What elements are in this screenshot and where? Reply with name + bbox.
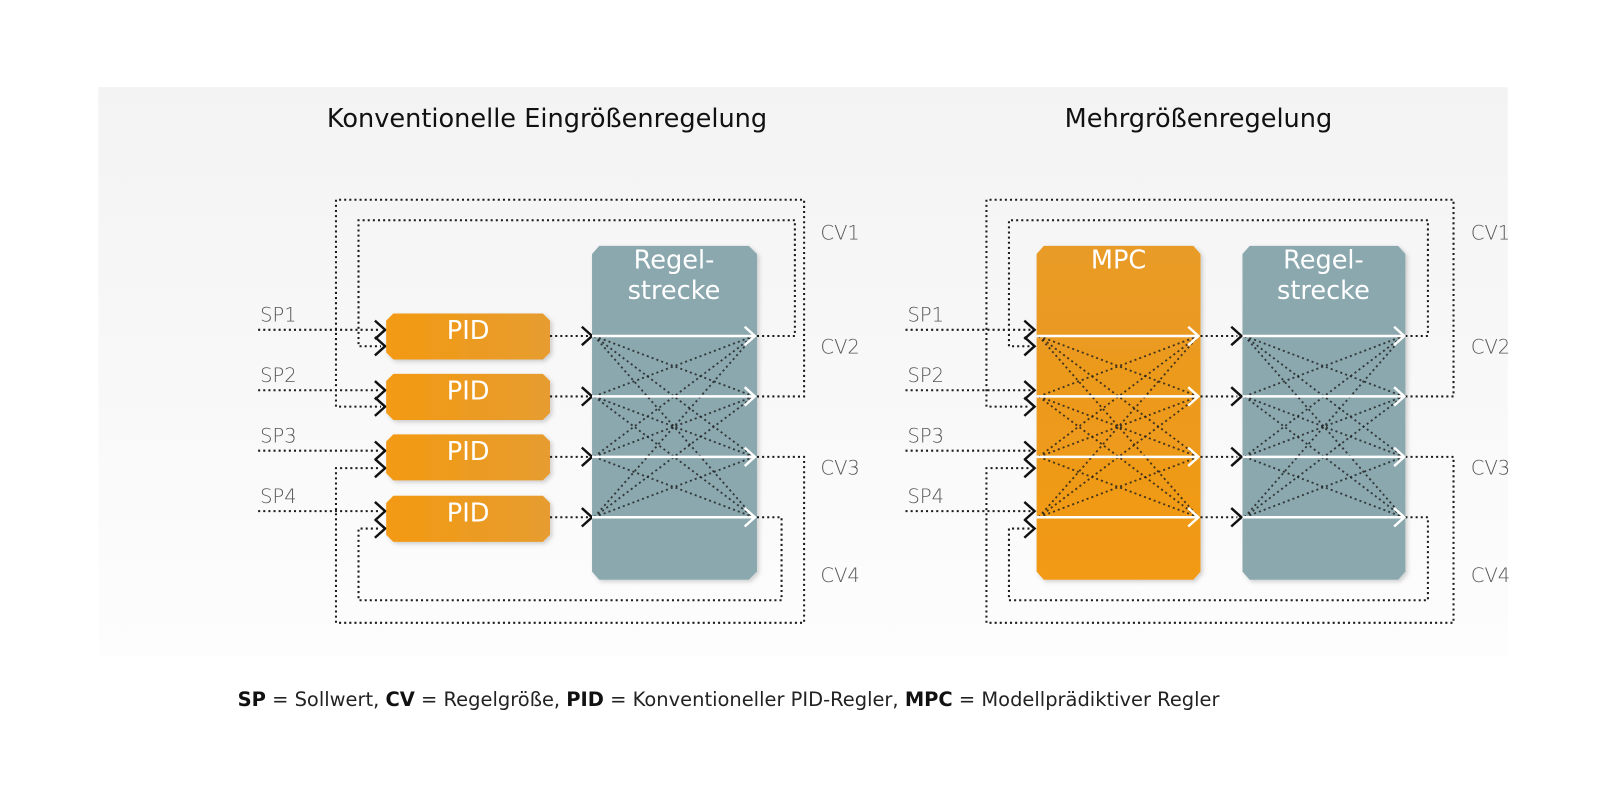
- arrow-chevron-icon: [1023, 396, 1037, 417]
- legend-key-cv: CV: [386, 688, 415, 711]
- right-plant-label-1: Regel-: [1283, 245, 1364, 275]
- arrow-chevron-icon: [1230, 325, 1244, 347]
- arrow-chevron-icon: [1023, 518, 1037, 539]
- pid-box: [386, 495, 551, 542]
- arrow-chevron-icon: [374, 319, 387, 340]
- sp-label: SP4: [908, 485, 944, 508]
- right-plant-box: [1242, 245, 1406, 580]
- arrow-chevron-icon: [1023, 336, 1037, 357]
- sp-label: SP1: [908, 304, 944, 327]
- arrow-chevron-icon: [374, 396, 387, 417]
- sp-label: SP3: [908, 425, 944, 448]
- legend-text-cv: = Regelgröße,: [415, 688, 566, 711]
- arrow-chevron-icon: [1023, 440, 1037, 461]
- left-cv3-label: CV3: [820, 456, 859, 479]
- arrow-white-icon: [743, 446, 757, 467]
- sp-label: SP2: [260, 364, 296, 387]
- left-cv2-label: CV2: [820, 335, 859, 358]
- arrow-chevron-icon: [374, 440, 387, 461]
- feedback-loop-cv3: [985, 455, 1455, 624]
- feedback-loop-cv3: [334, 455, 806, 624]
- left-title: Konventionelle Eingrößenregelung: [327, 104, 767, 134]
- legend-text-pid: = Konventioneller PID-Regler,: [604, 688, 905, 711]
- sp-label: SP2: [908, 364, 944, 387]
- arrow-chevron-icon: [1023, 501, 1037, 522]
- pid-box: [386, 373, 551, 420]
- right-cv1-label: CV1: [1471, 222, 1510, 245]
- arrow-white-icon: [743, 325, 757, 347]
- right-cv4-label: CV4: [1471, 564, 1510, 587]
- legend-text-sp: = Sollwert,: [266, 688, 386, 711]
- coupling-line: [1243, 335, 1405, 518]
- arrow-chevron-icon: [1023, 319, 1037, 340]
- arrow-white-icon: [1187, 507, 1201, 528]
- coupling-line: [1243, 335, 1405, 518]
- arrow-chevron-icon: [374, 336, 387, 357]
- legend-text-mpc: = Modellprädiktiver Regler: [953, 688, 1220, 711]
- pid-box: [386, 434, 551, 481]
- coupling-line: [1037, 335, 1200, 518]
- arrow-chevron-icon: [374, 518, 387, 539]
- pid-label: PID: [447, 316, 490, 346]
- arrow-chevron-icon: [1230, 386, 1244, 407]
- sp-label: SP3: [260, 425, 296, 448]
- coupling-line: [593, 335, 755, 518]
- coupling-line: [1037, 335, 1200, 518]
- right-cv2-label: CV2: [1471, 335, 1510, 358]
- left-plant-label-1: Regel-: [634, 245, 715, 275]
- left-cv1-label: CV1: [820, 222, 859, 245]
- mpc-label: MPC: [1091, 245, 1146, 275]
- arrow-chevron-icon: [1230, 446, 1244, 467]
- arrow-white-icon: [743, 386, 757, 407]
- legend-key-sp: SP: [238, 688, 266, 711]
- left-cv4-label: CV4: [820, 564, 859, 587]
- pid-box: [386, 313, 551, 360]
- right-cv3-label: CV3: [1471, 456, 1510, 479]
- feedback-loop-cv2: [985, 198, 1455, 408]
- arrow-white-icon: [1187, 325, 1201, 347]
- sp-label: SP4: [260, 485, 296, 508]
- feedback-loop-cv1: [1007, 219, 1429, 348]
- left-plant-box: [592, 245, 757, 580]
- pid-label: PID: [447, 437, 490, 467]
- right-plant-label-2: strecke: [1277, 276, 1370, 306]
- feedback-loop-cv4: [357, 516, 783, 602]
- pid-label: PID: [447, 498, 490, 528]
- arrow-white-icon: [1393, 386, 1407, 407]
- arrow-white-icon: [1187, 446, 1201, 467]
- arrow-chevron-icon: [1023, 380, 1037, 401]
- arrow-white-icon: [1187, 386, 1201, 407]
- pid-label: PID: [447, 376, 490, 406]
- right-title: Mehrgrößenregelung: [1065, 104, 1333, 134]
- left-plant-label-2: strecke: [628, 276, 721, 306]
- legend-key-mpc: MPC: [905, 688, 953, 711]
- arrow-white-icon: [743, 507, 757, 528]
- arrow-chevron-icon: [1023, 457, 1037, 479]
- mpc-box: [1036, 245, 1201, 580]
- feedback-loop-cv4: [1007, 516, 1429, 602]
- arrow-chevron-icon: [374, 380, 387, 401]
- arrow-chevron-icon: [1230, 507, 1244, 528]
- feedback-loop-cv1: [357, 219, 796, 348]
- arrow-chevron-icon: [374, 457, 387, 479]
- arrow-chevron-icon: [374, 501, 387, 522]
- arrow-white-icon: [1393, 446, 1407, 467]
- arrow-white-icon: [1393, 507, 1407, 528]
- legend-key-pid: PID: [566, 688, 604, 711]
- legend-caption: SP = Sollwert, CV = Regelgröße, PID = Ko…: [238, 688, 1220, 711]
- arrow-white-icon: [1393, 325, 1407, 347]
- sp-label: SP1: [260, 304, 296, 327]
- feedback-loop-cv2: [334, 198, 806, 408]
- coupling-line: [593, 335, 755, 518]
